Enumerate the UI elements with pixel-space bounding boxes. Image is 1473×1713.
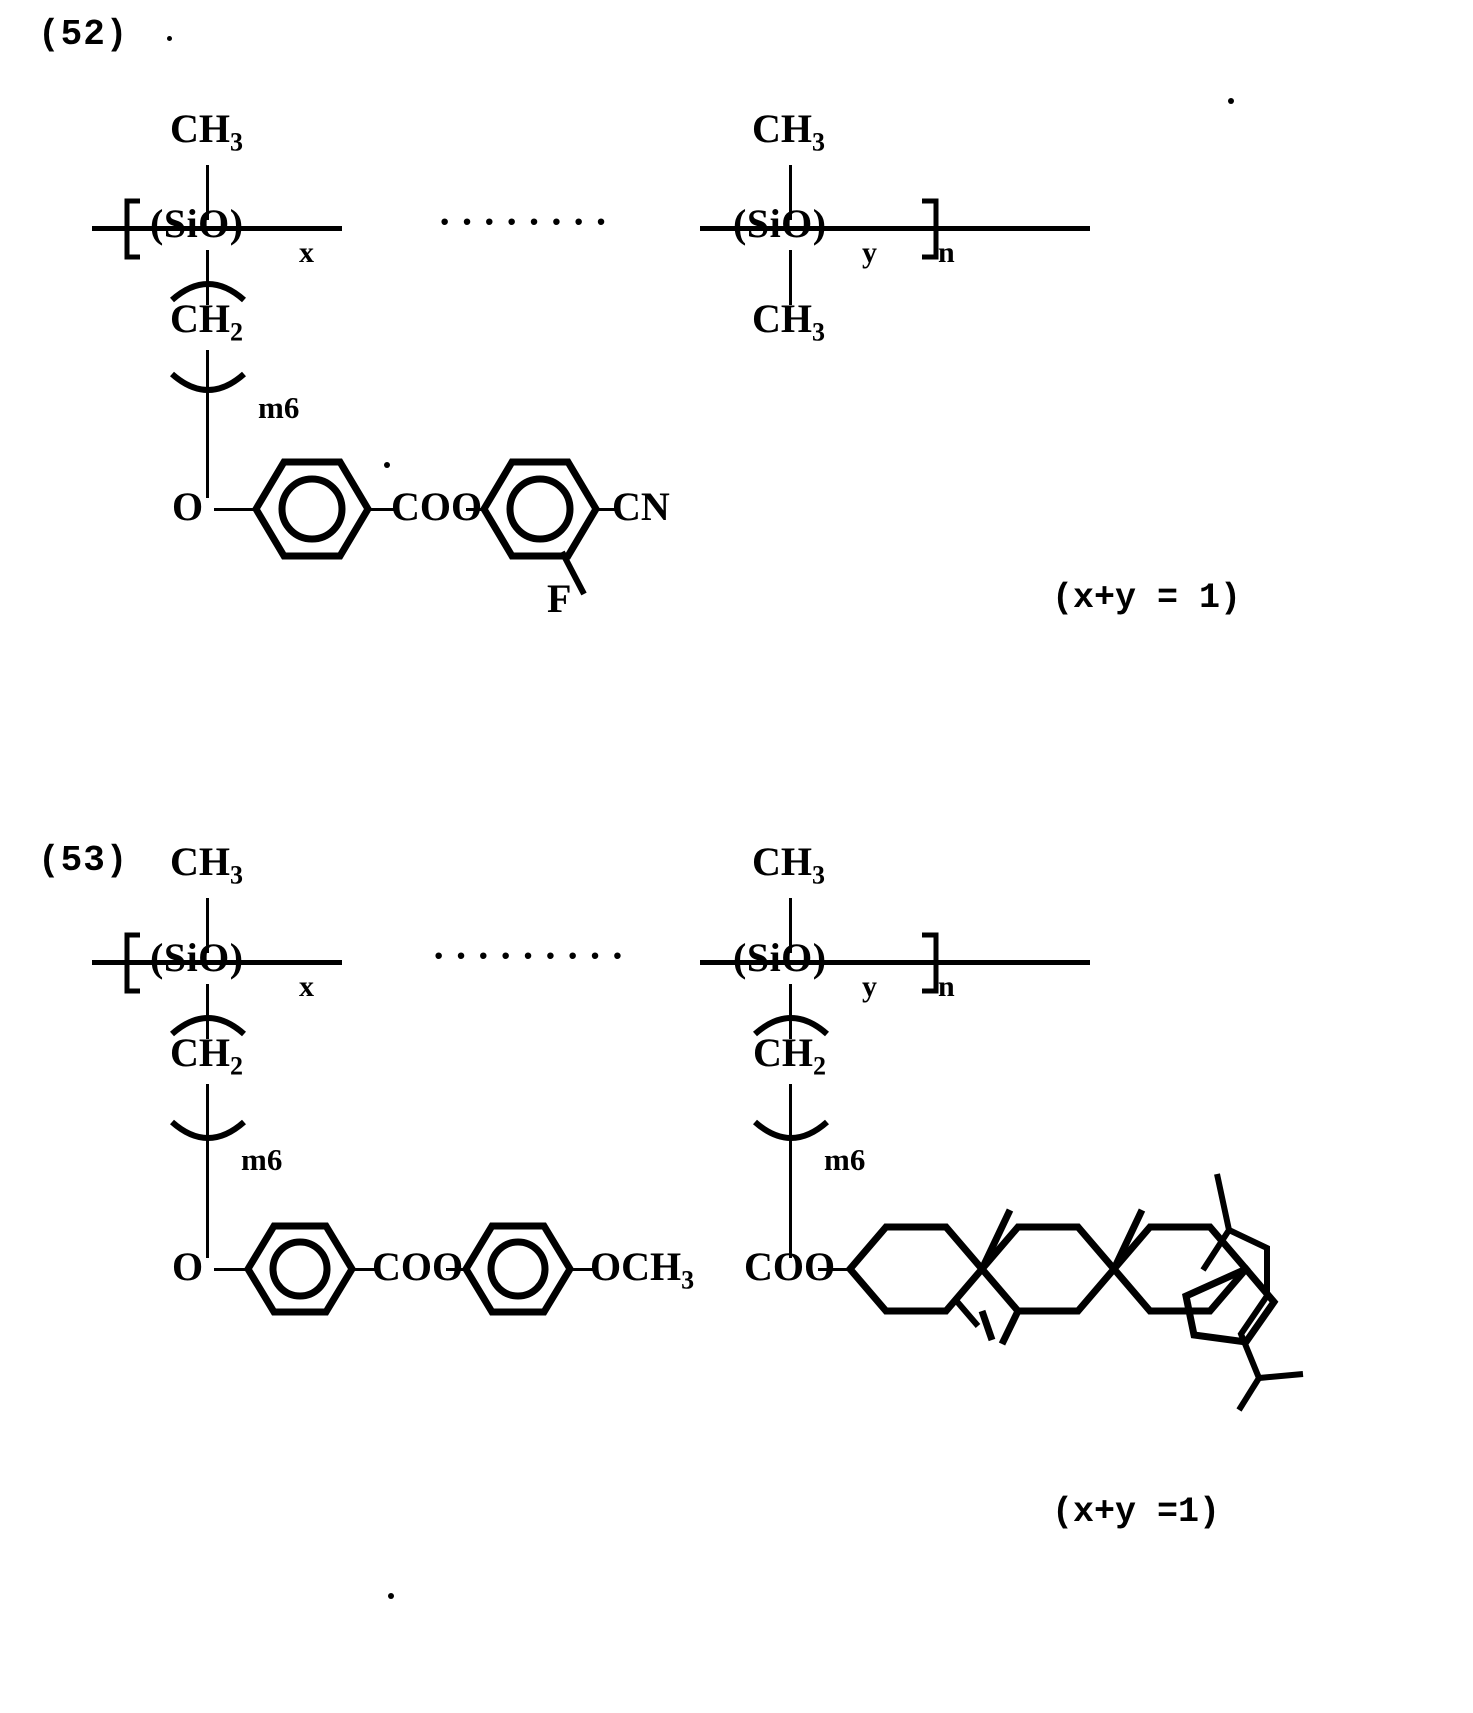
benzene-ring-a-52 [251,458,373,560]
benzene-ring-b-52 [479,458,601,560]
methyl-top-label-52-right: CH3 [752,106,825,157]
subscript-n-53: n [938,970,955,1003]
bond-o-ring-52 [214,508,254,511]
methyl-bottom-label-52-right: CH3 [752,296,825,347]
nitrile-label-52: CN [612,484,670,529]
methylene-label-53-left: CH2 [170,1030,243,1081]
bond-coo-ring-52 [466,508,486,511]
chain-ellipsis-53: ········· [432,933,634,978]
bond-ring-cn-52 [594,508,616,511]
methyl-top-label-52-left: CH3 [170,106,243,157]
bond-si-ch2-52-left [206,250,209,305]
bond-ring-fluoro-52 [559,550,587,596]
subscript-x-53: x [299,970,314,1003]
open-bracket-53 [124,932,140,994]
close-bracket-53 [922,932,939,994]
scan-speck [1228,98,1234,104]
subscript-y-53: y [862,970,877,1003]
ester-group-label-52: COO [391,484,483,529]
siloxane-unit-53-right: (SiO) [733,935,827,980]
subscript-n-52: n [938,236,955,269]
bond-si-ch2-53-left [206,984,209,1039]
repeat-arc-lower-53-right [753,1119,829,1141]
structure-52-number: (52) [38,14,129,55]
repeat-arc-upper-53-right [753,1015,829,1037]
bond-coo-ring-53 [446,1268,468,1271]
bond-si-methyl-53-left [206,898,209,953]
methylene-label-52-left: CH2 [170,296,243,347]
backbone-line-52-left [92,226,342,231]
ester-group-label-53-right: COO [744,1244,836,1289]
condition-x-plus-y-52: (x+y = 1) [1052,578,1242,618]
bond-coo-cholesteryl [818,1268,850,1271]
ester-group-label-53: COO [372,1244,464,1289]
fluoro-label-52: F [547,576,572,621]
methoxy-label-53: OCH3 [590,1244,695,1295]
repeat-arc-upper-53-left [170,1015,246,1037]
bond-si-methyl-bottom-52-right [789,250,792,305]
bond-ch2-coo-53-right [789,1084,792,1258]
open-bracket-52 [124,198,140,260]
backbone-line-53-left [92,960,342,965]
siloxane-unit-52-left: (SiO) [150,201,244,246]
scan-speck [384,462,390,468]
bond-si-methyl-52-left [206,165,209,220]
cholesteryl-group-53 [845,1208,1279,1346]
subscript-y-52: y [862,236,877,269]
methyl-top-label-53-right: CH3 [752,839,825,890]
bond-si-ch2-53-right [789,984,792,1039]
close-bracket-52 [922,198,939,260]
siloxane-unit-52-right: (SiO) [733,201,827,246]
backbone-line-52-right [700,226,1090,231]
bond-si-methyl-top-52-right [789,165,792,220]
bond-ring-methoxy-53 [570,1268,594,1271]
benzene-ring-a-53 [243,1222,357,1316]
repeat-index-m6-52-left: m6 [258,390,300,425]
structure-53-number: (53) [38,840,129,881]
methylene-label-53-right: CH2 [753,1030,826,1081]
ether-oxygen-53-left: O [172,1244,204,1289]
bond-si-methyl-53-right [789,898,792,953]
bond-ring-coo-52 [368,508,396,511]
bond-ch2-o-52-left [206,350,209,498]
repeat-index-m6-53-left: m6 [241,1142,283,1177]
bond-o-ring-53 [214,1268,246,1271]
scan-speck [167,36,172,41]
cholesteryl-side-chain-53 [1200,1173,1304,1412]
siloxane-unit-53-left: (SiO) [150,935,244,980]
ether-oxygen-52-left: O [172,484,204,529]
repeat-index-m6-53-right: m6 [824,1142,866,1177]
repeat-arc-lower-53-left [170,1119,246,1141]
repeat-arc-lower-52-left [170,371,246,393]
subscript-x-52: x [299,236,314,269]
benzene-ring-b-53 [461,1222,575,1316]
methyl-top-label-53-left: CH3 [170,839,243,890]
chain-ellipsis-52: ········ [438,199,617,244]
backbone-line-53-right [700,960,1090,965]
scan-speck [388,1593,394,1599]
condition-x-plus-y-53: (x+y =1) [1052,1492,1221,1532]
bond-ch2-o-53-left [206,1084,209,1258]
repeat-arc-upper-52-left [170,281,246,303]
bond-ring-coo-53 [352,1268,376,1271]
